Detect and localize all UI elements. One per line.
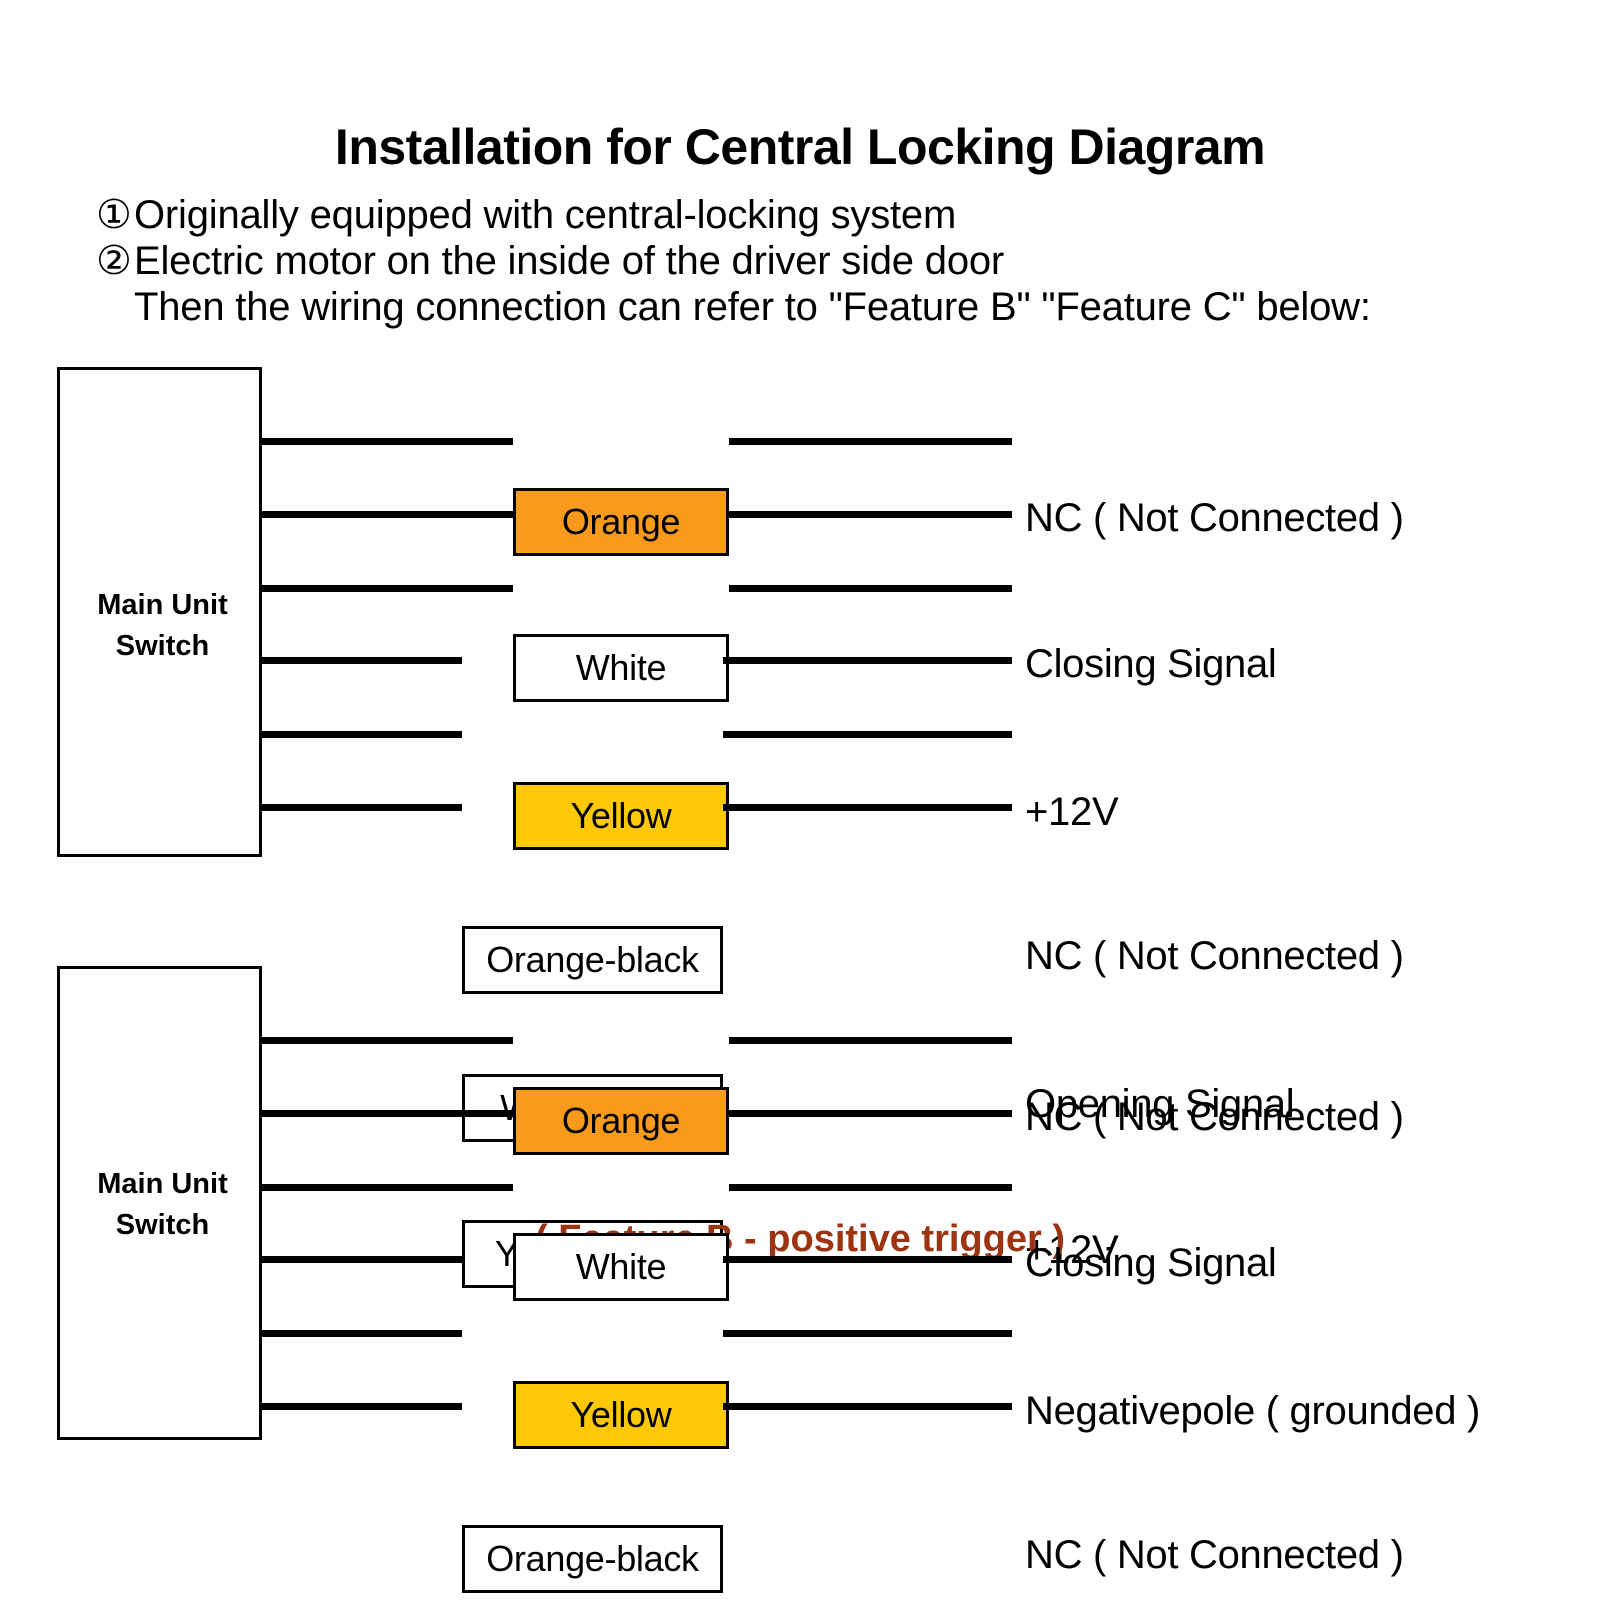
wire-segment-left bbox=[259, 657, 462, 664]
wire-segment-left bbox=[259, 511, 513, 518]
wire-segment-left bbox=[259, 804, 462, 811]
intro-line-2: ②Electric motor on the inside of the dri… bbox=[96, 238, 1004, 284]
wire-segment-left bbox=[259, 1037, 513, 1044]
wire-function-label: NC ( Not Connected ) bbox=[1025, 934, 1404, 978]
intro-line-1: ①Originally equipped with central-lockin… bbox=[96, 192, 956, 238]
wire-label-chip: Yellow bbox=[513, 1381, 729, 1449]
wire-segment-right bbox=[729, 585, 1012, 592]
wire-segment-left bbox=[259, 585, 513, 592]
wire-segment-left bbox=[259, 1256, 462, 1263]
wire-segment-left bbox=[259, 1184, 513, 1191]
wire-label-chip: Yellow bbox=[513, 782, 729, 850]
wire-segment-left bbox=[259, 1110, 513, 1117]
main-unit-switch-label: Main Unit Switch bbox=[60, 585, 265, 667]
wire-function-label: Opening Signal bbox=[1025, 1082, 1295, 1126]
wire-segment-right bbox=[729, 1110, 1012, 1117]
wire-function-label: Negativepole ( grounded ) bbox=[1025, 1389, 1481, 1433]
wire-segment-right bbox=[723, 1403, 1012, 1410]
wire-function-label: +12V bbox=[1025, 790, 1119, 834]
main-unit-label-line2: Switch bbox=[115, 630, 210, 663]
wire-segment-left bbox=[259, 438, 513, 445]
wire-segment-right bbox=[729, 1184, 1012, 1191]
main-unit-switch-box: Main Unit Switch bbox=[57, 367, 262, 857]
wire-segment-right bbox=[723, 1330, 1012, 1337]
wire-label-chip: White bbox=[513, 634, 729, 702]
wire-segment-left bbox=[259, 1403, 462, 1410]
intro-line-3: Then the wiring connection can refer to … bbox=[96, 285, 1371, 330]
wire-function-label: Closing Signal bbox=[1025, 1241, 1277, 1285]
circled-number-1: ① bbox=[96, 193, 132, 237]
intro-text-2: Electric motor on the inside of the driv… bbox=[134, 239, 1005, 283]
main-unit-label-line1: Main Unit bbox=[97, 1168, 228, 1200]
wire-segment-right bbox=[729, 1037, 1012, 1044]
page-title: Installation for Central Locking Diagram bbox=[334, 119, 1266, 175]
wire-function-label: NC ( Not Connected ) bbox=[1025, 1095, 1404, 1139]
wire-segment-left bbox=[259, 731, 462, 738]
main-unit-label-line2: Switch bbox=[115, 1209, 210, 1242]
wire-segment-right bbox=[723, 804, 1012, 811]
wire-label-chip: Orange-black bbox=[462, 926, 723, 994]
wire-label-chip: White bbox=[513, 1233, 729, 1301]
main-unit-switch-box: Main Unit Switch bbox=[57, 966, 262, 1440]
intro-text-1: Originally equipped with central-locking… bbox=[134, 193, 957, 237]
wire-segment-right bbox=[729, 438, 1012, 445]
main-unit-label-line1: Main Unit bbox=[97, 589, 228, 621]
main-unit-switch-label: Main Unit Switch bbox=[60, 1164, 265, 1246]
wire-function-label: +12V bbox=[1025, 1228, 1119, 1272]
intro-text-3: Then the wiring connection can refer to … bbox=[134, 285, 1371, 329]
wire-function-label: NC ( Not Connected ) bbox=[1025, 1533, 1404, 1577]
wire-segment-right bbox=[723, 1256, 1012, 1263]
wire-function-label: Closing Signal bbox=[1025, 642, 1277, 686]
circled-number-2: ② bbox=[96, 239, 132, 283]
wire-label-chip: Orange-black bbox=[462, 1525, 723, 1593]
wire-label-chip: Orange bbox=[513, 488, 729, 556]
wire-function-label: NC ( Not Connected ) bbox=[1025, 496, 1404, 540]
wire-label-chip: Orange bbox=[513, 1087, 729, 1155]
wire-segment-right bbox=[723, 657, 1012, 664]
wire-segment-right bbox=[729, 511, 1012, 518]
wire-segment-left bbox=[259, 1330, 462, 1337]
wire-segment-right bbox=[723, 731, 1012, 738]
